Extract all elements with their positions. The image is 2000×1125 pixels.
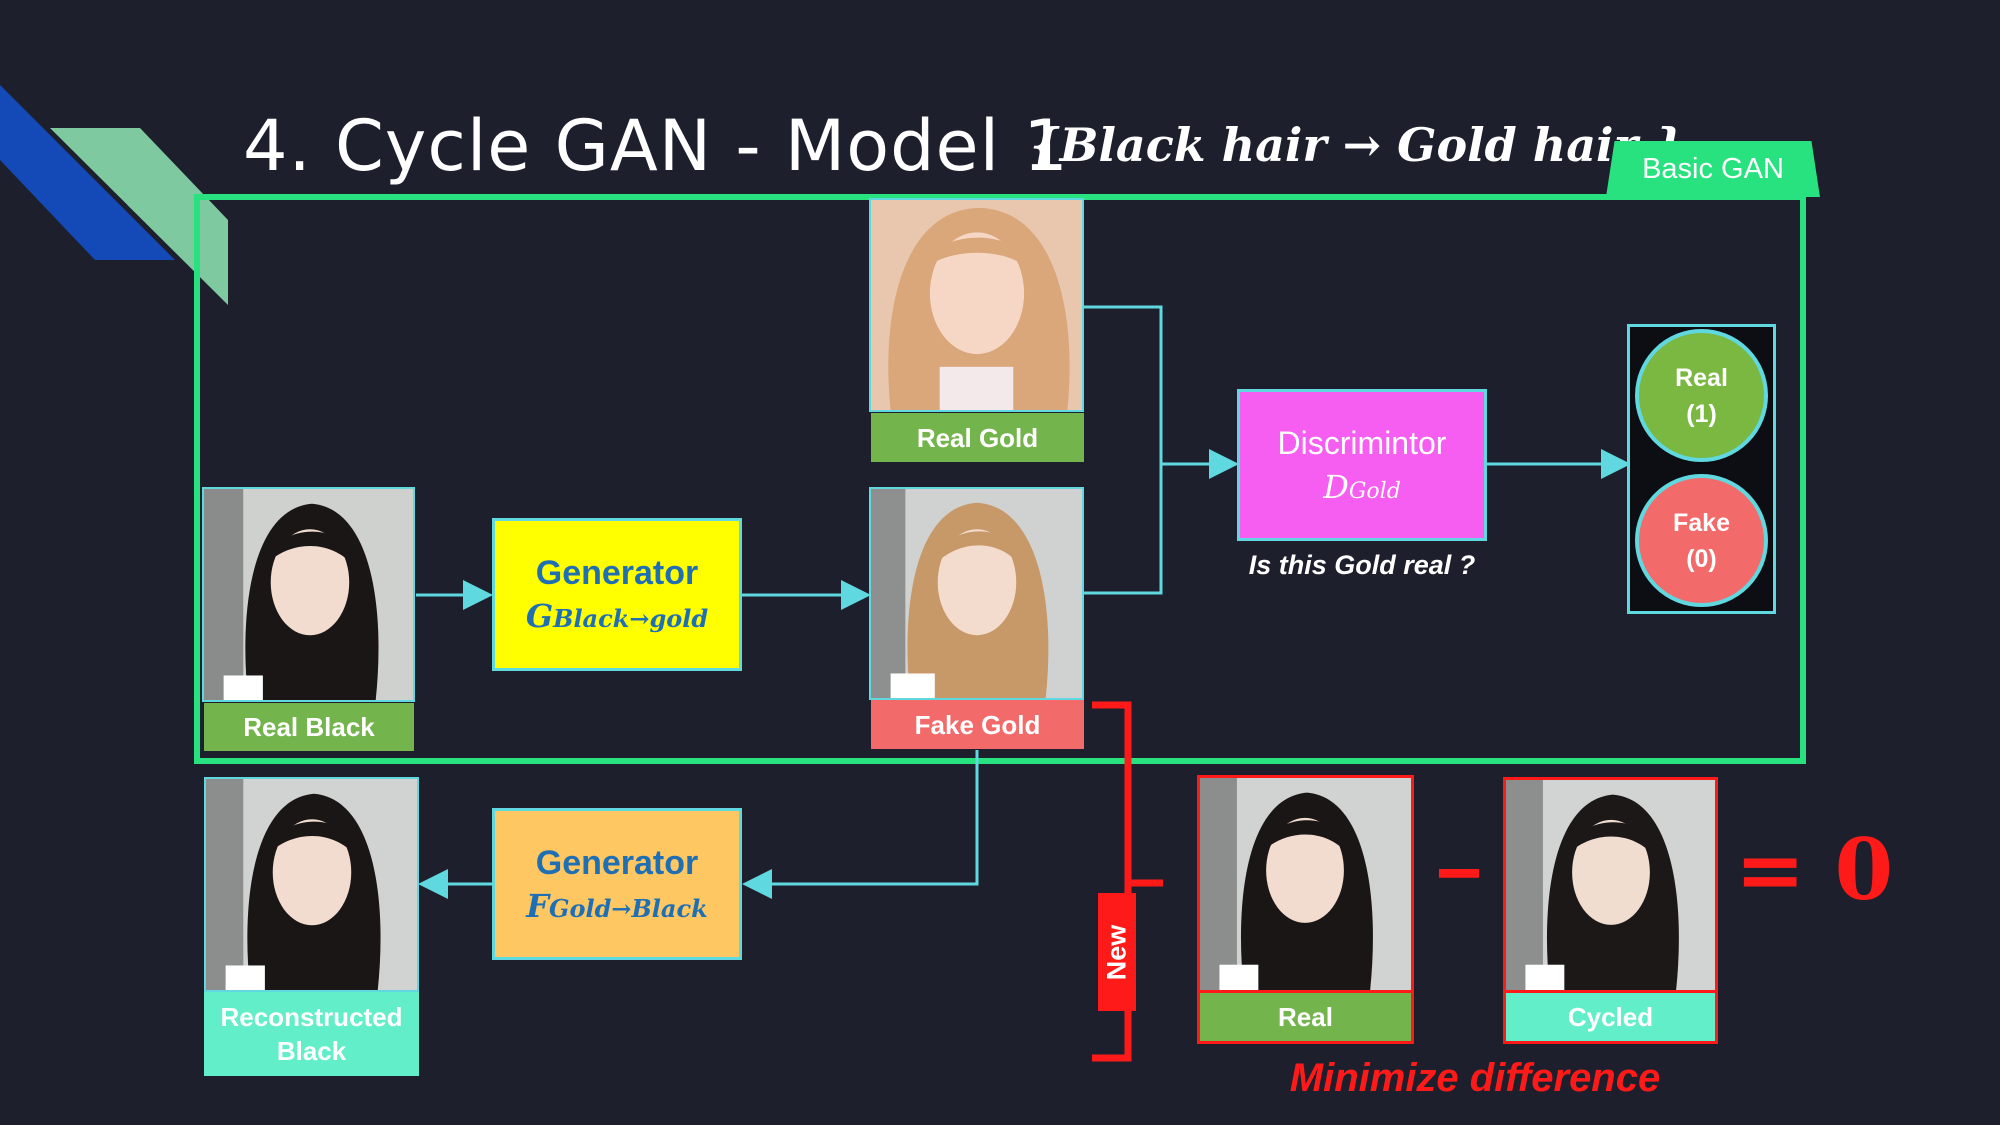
discriminator-title: Discrimintor xyxy=(1277,424,1447,461)
real-gold-image xyxy=(869,198,1084,412)
slide-title: 4. Cycle GAN - Model 1 xyxy=(243,105,1069,187)
generator-g-box: Generator GBlack→gold xyxy=(492,518,742,671)
minimize-difference-caption: Minimize difference xyxy=(1289,1056,1661,1100)
real-compare-image xyxy=(1197,775,1414,993)
generator-g-formula: GBlack→gold xyxy=(525,597,709,635)
new-badge: New xyxy=(1098,893,1136,1011)
generator-g-title: Generator xyxy=(535,554,699,592)
real-gold-label: Real Gold xyxy=(871,413,1084,462)
fake-gold-image xyxy=(869,487,1084,700)
arrow-fakegold-to-f xyxy=(742,750,979,899)
reconstructed-black-image xyxy=(204,777,419,992)
real-output-circle: Real (1) xyxy=(1635,329,1768,462)
basic-gan-frame xyxy=(194,194,1806,764)
generator-f-box: Generator FGold→Black xyxy=(492,808,742,960)
cycled-image xyxy=(1503,777,1718,993)
reconstructed-black-label: Reconstructed Black xyxy=(204,992,419,1076)
discriminator-formula: DGold xyxy=(1323,467,1401,506)
slide-subtitle: {Black hair → Gold hair } xyxy=(1030,118,1684,172)
minus-sign: − xyxy=(1435,828,1483,917)
generator-f-formula: FGold→Black xyxy=(526,886,708,925)
generator-f-title: Generator xyxy=(535,843,699,882)
real-black-image xyxy=(202,487,415,702)
real-compare-label: Real xyxy=(1197,993,1414,1044)
corner-decoration xyxy=(0,85,228,305)
equals-zero: = 0 xyxy=(1735,820,1894,919)
real-black-label: Real Black xyxy=(204,703,414,751)
fake-gold-label: Fake Gold xyxy=(871,700,1084,749)
discriminator-caption: Is this Gold real ? xyxy=(1248,550,1476,580)
fake-output-circle: Fake (0) xyxy=(1635,474,1768,607)
cycled-label: Cycled xyxy=(1503,993,1718,1044)
basic-gan-tab: Basic GAN xyxy=(1606,141,1820,197)
discriminator-box: Discrimintor DGold xyxy=(1237,389,1487,541)
